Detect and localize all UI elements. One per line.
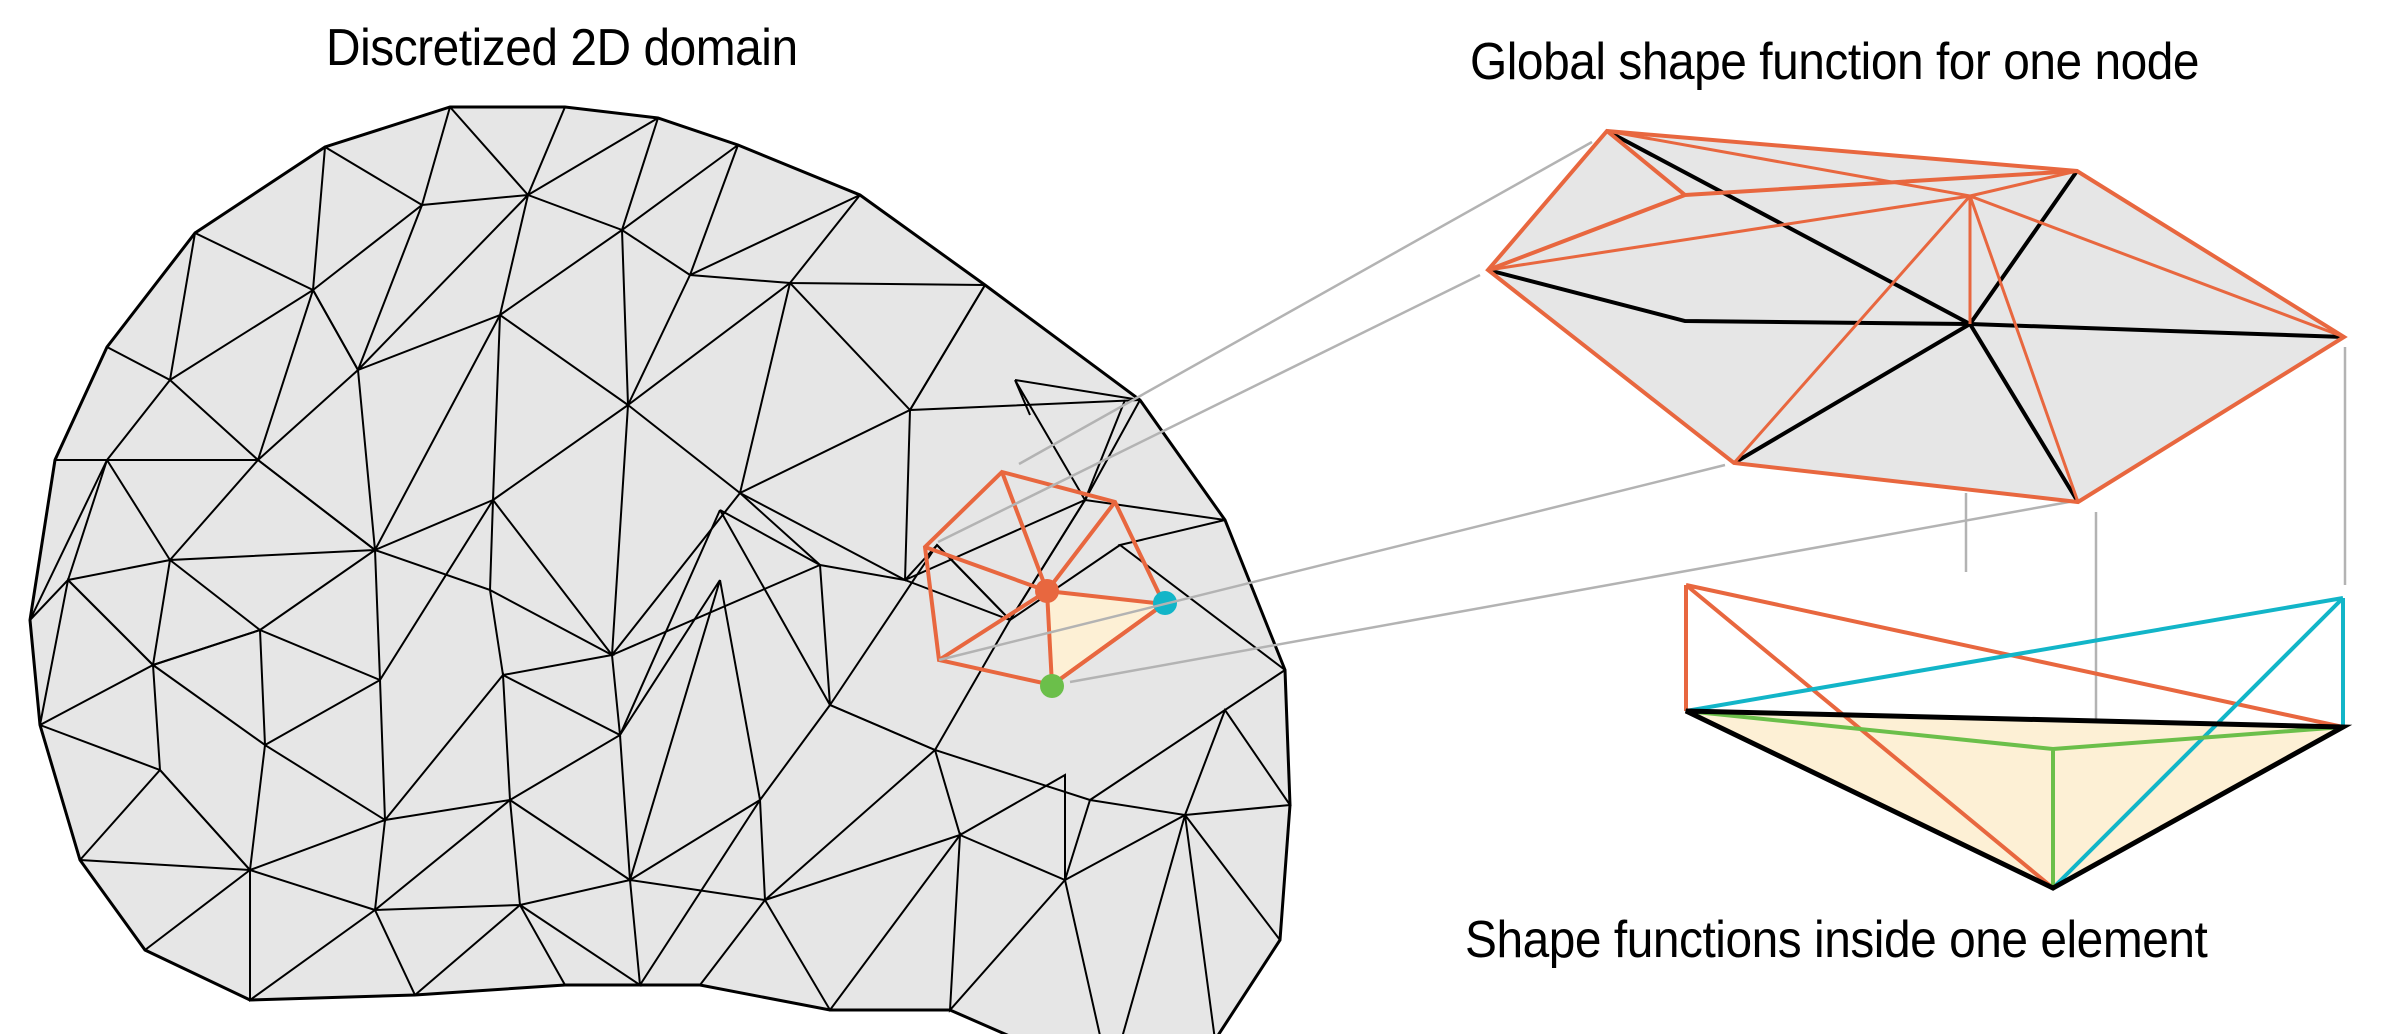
node-green: [1040, 674, 1064, 698]
mesh-boundary: [28, 105, 1292, 1034]
mesh: [28, 105, 1292, 1034]
element-shape-functions: [1684, 583, 2353, 891]
global-shape-function: [1485, 128, 2348, 505]
title-discretized-domain: Discretized 2D domain: [326, 19, 798, 77]
title-element-shape-functions: Shape functions inside one element: [1465, 911, 2208, 969]
selected-element: [1047, 591, 1164, 685]
node-orange: [1035, 579, 1059, 603]
title-global-shape-function: Global shape function for one node: [1470, 33, 2200, 91]
connector-lines: [937, 140, 2347, 736]
highlighted-patch: [922, 469, 1177, 698]
